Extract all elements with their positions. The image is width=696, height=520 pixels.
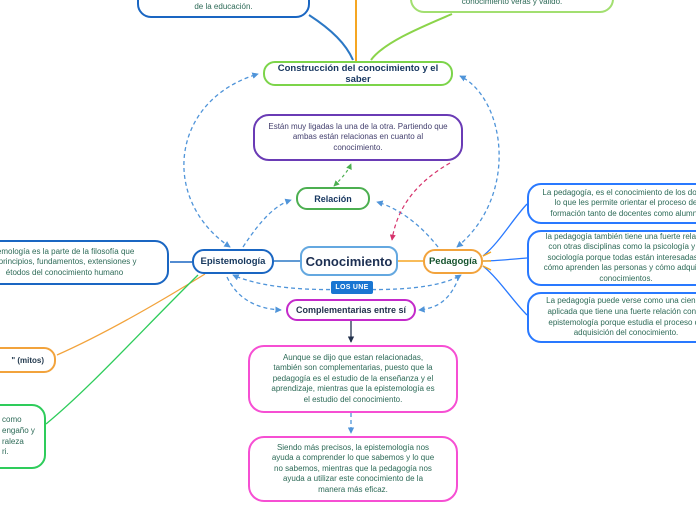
connector-pedagogia-stubs [482,251,492,271]
note-green-left[interactable]: como engaño y raleza ri. [0,404,46,469]
connector-arc-epistemologia-construccion [183,72,259,248]
connector-arc-pedagogia-relacion [376,200,439,248]
connector-top-right-green [370,13,453,61]
node-conocimiento[interactable]: Conocimiento [300,246,398,276]
connector-arc-pedagogia-construccion [456,75,500,248]
note-complementarias-1[interactable]: Aunque se dijo que estan relacionadas, t… [248,345,458,413]
connector-relacion-purple [333,163,352,187]
note-epistemologia-left[interactable]: temología es la parte de la filosofía qu… [0,240,169,285]
node-epistemologia[interactable]: Epistemología [192,249,274,274]
note-top-right[interactable]: conocimiento veras y válido. [410,0,614,13]
note-pedagogia-2[interactable]: la pedagogía también tiene una fuerte re… [527,230,696,286]
connector-epistemologia-green [45,274,199,425]
note-pedagogia-3[interactable]: La pedagogía puede verse como una cienci… [527,292,696,343]
connector-pedagogia-complementarias [418,276,460,313]
connector-arc-epistemologia-relacion [242,198,292,248]
connector-pedagogia-note1 [482,203,528,257]
node-relacion[interactable]: Relación [296,187,370,210]
note-top-left[interactable]: de la educación. [137,0,310,18]
connector-losune-right [350,274,462,291]
connector-epistemologia-mitos [56,273,206,356]
connector-purple-conocimiento-red [389,162,451,241]
note-complementarias-2[interactable]: Siendo más precisos, la epistemología no… [248,436,458,502]
tag-los-une[interactable]: LOS UNE [331,281,373,294]
node-construccion[interactable]: Construcción del conocimiento y el saber [263,61,453,86]
node-pedagogia[interactable]: Pedagogía [423,249,483,274]
node-complementarias[interactable]: Complementarias entre sí [286,299,416,321]
connector-pedagogia-note3 [482,265,528,316]
note-relacion-purple[interactable]: Están muy ligadas la una de la otra. Par… [253,114,463,161]
connector-epistemologia-complementarias [226,276,282,313]
connector-losune-left [232,274,352,291]
connector-top-left-blue [308,14,354,61]
note-mitos[interactable]: " (mitos) [0,347,56,373]
note-pedagogia-1[interactable]: La pedagogía, es el conocimiento de los … [527,183,696,224]
